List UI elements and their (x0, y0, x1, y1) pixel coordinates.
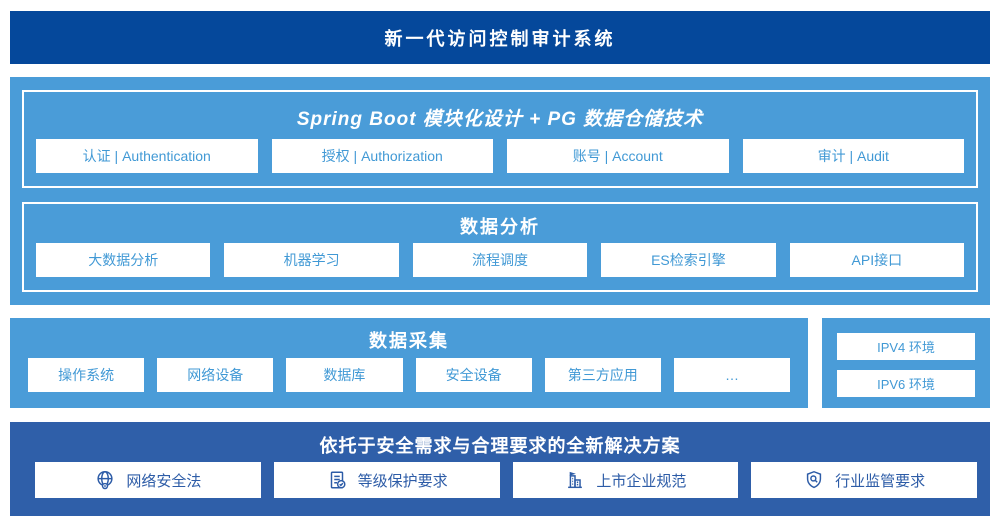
data-collection-module-row: 操作系统 网络设备 数据库 安全设备 第三方应用 … (28, 358, 791, 392)
shield-magnifier-icon (806, 470, 822, 489)
source-more-ellipsis: … (673, 358, 791, 392)
item-network-security-law: 网络安全法 (35, 462, 261, 498)
source-third-party-app: 第三方应用 (544, 358, 661, 392)
module-workflow-scheduling: 流程调度 (412, 243, 588, 277)
module-api-interface: API接口 (789, 243, 965, 277)
source-operating-system: 操作系统 (28, 358, 145, 392)
data-collection-title: 数据采集 (369, 331, 449, 351)
module-es-search-engine: ES检索引擎 (601, 243, 776, 277)
platform-section: Spring Boot 模块化设计 + PG 数据仓储技术 认证 | Authe… (22, 90, 978, 188)
platform-section-title: Spring Boot 模块化设计 + PG 数据仓储技术 (296, 109, 704, 130)
foundation-item-row: 网络安全法 等级保护要求 上市企业规范 (35, 462, 977, 498)
module-bigdata-analysis: 大数据分析 (36, 243, 211, 277)
env-ipv4: IPV4 环境 (837, 333, 975, 360)
source-network-device: 网络设备 (157, 358, 274, 392)
item-listed-company-standard: 上市企业规范 (512, 462, 739, 498)
source-security-device: 安全设备 (415, 358, 532, 392)
item-label: 行业监管要求 (835, 472, 926, 490)
building-icon (568, 471, 583, 489)
source-database: 数据库 (286, 358, 403, 392)
module-authentication: 认证 | Authentication (36, 139, 258, 173)
module-audit: 审计 | Audit (742, 139, 964, 173)
module-authorization: 授权 | Authorization (271, 139, 493, 173)
foundation-section: 依托于安全需求与合理要求的全新解决方案 网络安全法 (10, 422, 990, 516)
globe-pin-icon (97, 471, 113, 490)
platform-block: Spring Boot 模块化设计 + PG 数据仓储技术 认证 | Authe… (10, 77, 990, 305)
network-environment-panel: IPV4 环境 IPV6 环境 (822, 318, 990, 408)
item-classified-protection: 等级保护要求 (273, 462, 500, 498)
data-collection-section: 数据采集 操作系统 网络设备 数据库 安全设备 第三方应用 … (10, 318, 808, 408)
module-machine-learning: 机器学习 (224, 243, 399, 277)
data-analysis-title: 数据分析 (460, 217, 540, 237)
platform-module-row: 认证 | Authentication 授权 | Authorization 账… (36, 139, 964, 173)
module-account: 账号 | Account (507, 139, 729, 173)
system-title: 新一代访问控制审计系统 (384, 28, 616, 49)
system-title-bar: 新一代访问控制审计系统 (10, 11, 990, 64)
foundation-title: 依托于安全需求与合理要求的全新解决方案 (319, 436, 681, 456)
data-analysis-section: 数据分析 大数据分析 机器学习 流程调度 ES检索引擎 API接口 (22, 202, 978, 292)
document-check-icon (330, 471, 346, 489)
env-ipv6: IPV6 环境 (837, 370, 975, 397)
item-label: 上市企业规范 (596, 472, 687, 490)
item-industry-regulation: 行业监管要求 (751, 462, 977, 498)
item-label: 等级保护要求 (357, 472, 448, 490)
data-analysis-module-row: 大数据分析 机器学习 流程调度 ES检索引擎 API接口 (36, 243, 965, 277)
item-label: 网络安全法 (126, 472, 202, 490)
